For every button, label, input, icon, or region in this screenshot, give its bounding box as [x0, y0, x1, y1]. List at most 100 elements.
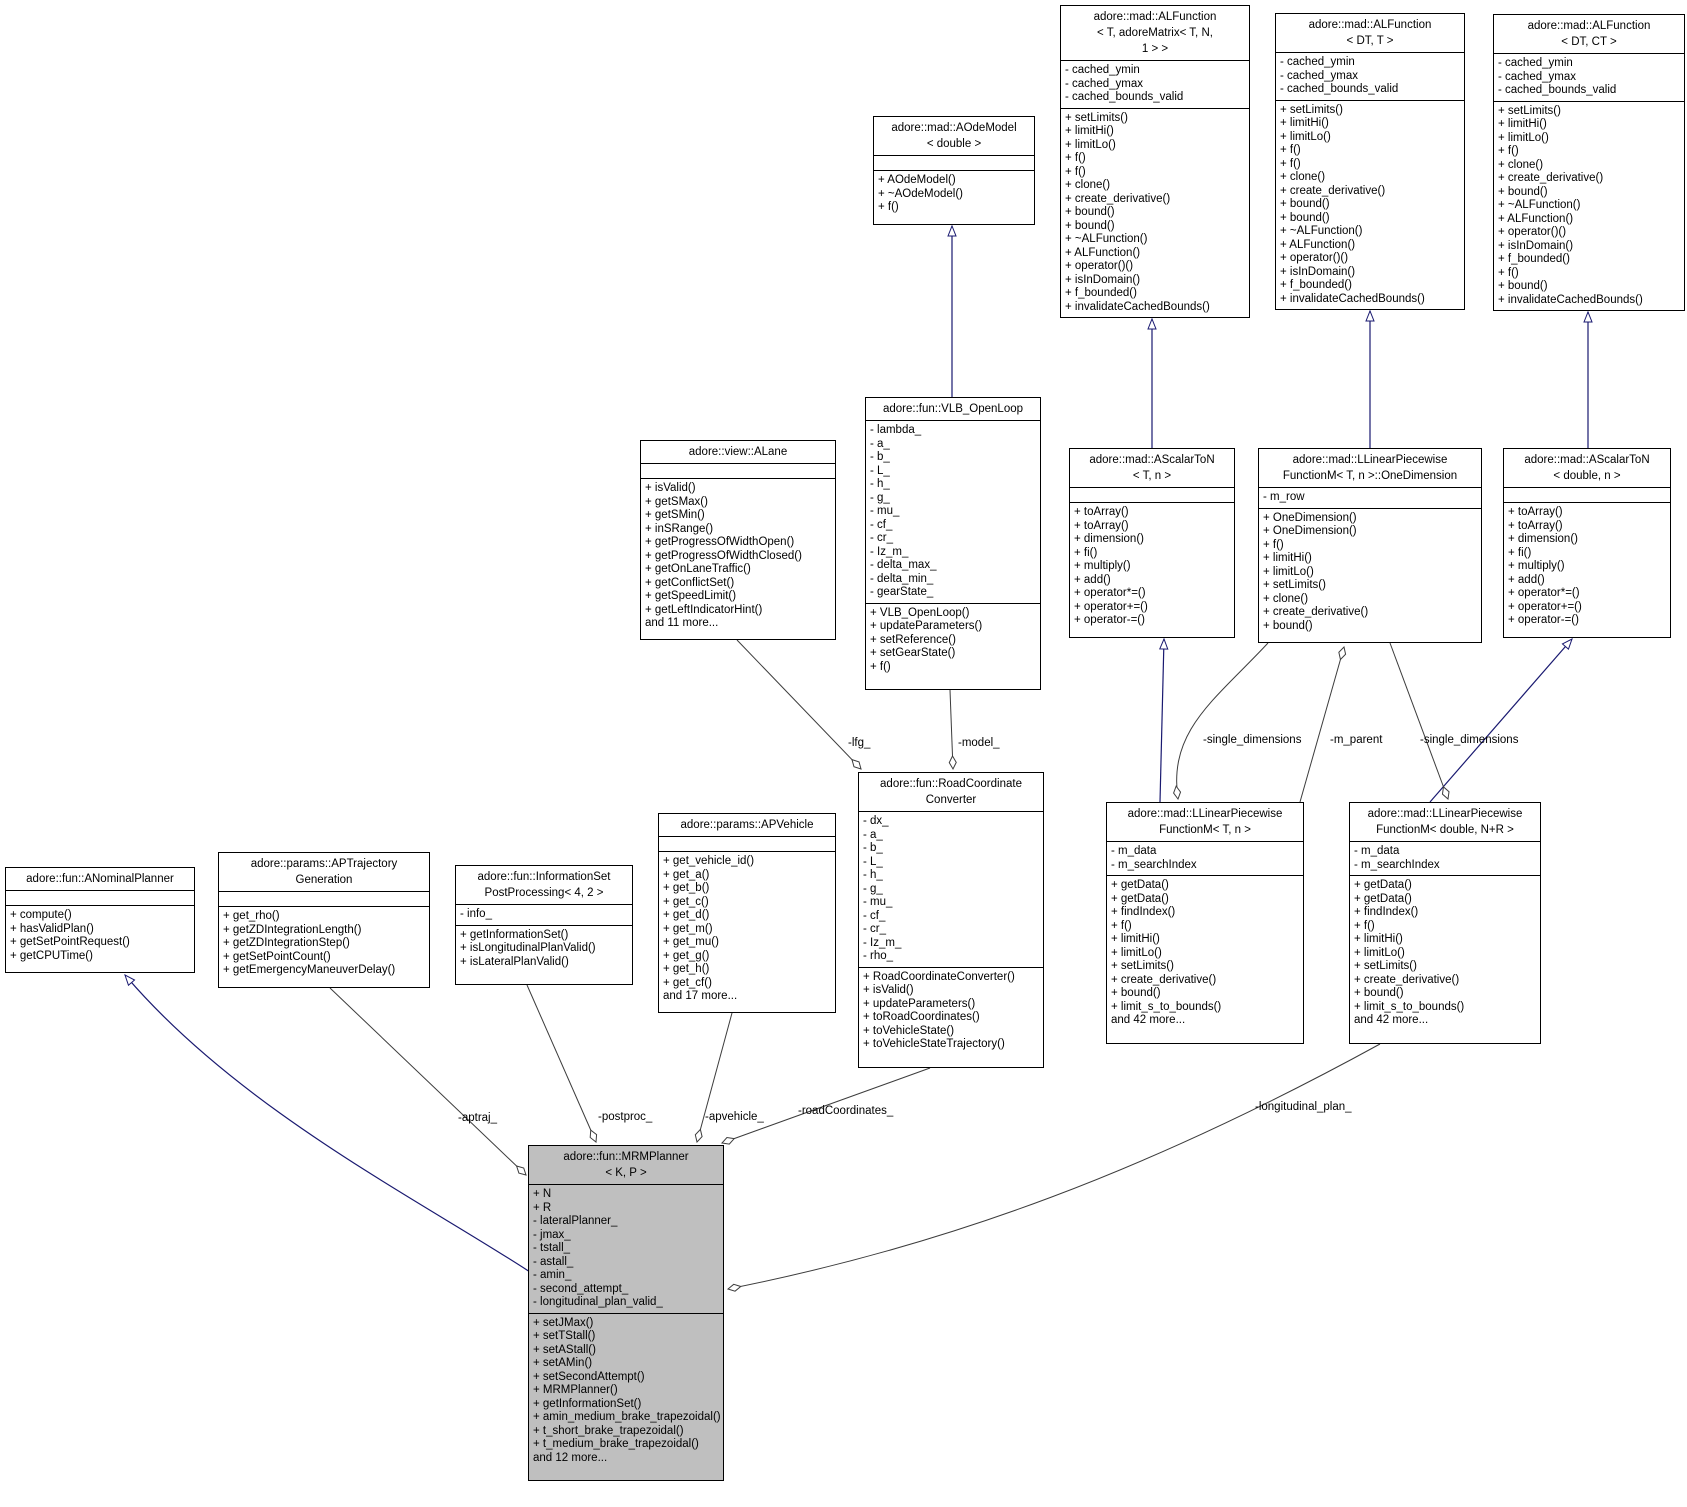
edge-label-aptraj: -aptraj_ [458, 1112, 498, 1124]
member-line: - L_ [863, 855, 883, 868]
member-line: + f() [870, 660, 891, 673]
class-box-ascalarton-t-n[interactable]: adore::mad::AScalarToN < T, n > + toArra… [1069, 448, 1235, 638]
member-line: + getData() [1354, 892, 1412, 905]
member-line: + findIndex() [1354, 906, 1419, 918]
class-box-onedimension[interactable]: adore::mad::LLinearPiecewise FunctionM< … [1258, 448, 1482, 643]
member-line: - delta_min_ [870, 572, 934, 585]
member-line: - second_attempt_ [533, 1282, 629, 1295]
member-line: + getSMin() [645, 509, 705, 521]
edge-usage-postproc [526, 984, 596, 1142]
member-line: + limitLo() [1263, 565, 1314, 578]
member-line: + toArray() [1508, 506, 1563, 518]
member-line: and 17 more... [663, 990, 738, 1002]
member-line: + compute() [10, 909, 72, 921]
member-line: + multiply() [1508, 560, 1565, 572]
member-line: + invalidateCachedBounds() [1065, 300, 1210, 313]
member-line: + N [533, 1188, 552, 1200]
member-line: - cached_ymin [1280, 56, 1355, 68]
member-line: + limitLo() [1354, 946, 1405, 959]
member-line: + AOdeModel() [878, 174, 956, 186]
class-box-vlb-openloop[interactable]: adore::fun::VLB_OpenLoop - lambda_- a_- … [865, 397, 1041, 690]
class-box-roadcoordinateconverter[interactable]: adore::fun::RoadCoordinate Converter - d… [858, 772, 1044, 1068]
class-title: adore::params::APTrajectory Generation [219, 853, 429, 892]
class-box-alane[interactable]: adore::view::ALane + isValid()+ getSMax(… [640, 440, 836, 640]
class-box-llpf-t-n[interactable]: adore::mad::LLinearPiecewise FunctionM< … [1106, 802, 1304, 1044]
class-methods: + isValid()+ getSMax()+ getSMin()+ inSRa… [641, 479, 835, 639]
class-title: adore::fun::ANominalPlanner [6, 868, 194, 891]
edge-label-model: -model_ [958, 737, 1000, 749]
class-attributes: - m_data- m_searchIndex [1350, 842, 1540, 876]
edge-inheritance-llpf-tn-ascalarton-tn [1159, 637, 1169, 803]
member-line: + getProgressOfWidthClosed() [645, 549, 802, 562]
member-line: + t_medium_brake_trapezoidal() [533, 1438, 699, 1450]
member-line: + get_d() [663, 909, 710, 921]
member-line: + clone() [1498, 158, 1544, 171]
edge-label-roadcoordinates: -roadCoordinates_ [798, 1105, 894, 1117]
class-box-llpf-double-nr[interactable]: adore::mad::LLinearPiecewise FunctionM< … [1349, 802, 1541, 1044]
member-line: + R [533, 1201, 552, 1214]
class-title: adore::mad::ALFunction < DT, CT > [1494, 15, 1684, 54]
class-attributes [1070, 488, 1234, 503]
class-methods: + getInformationSet()+ isLongitudinalPla… [456, 926, 632, 985]
class-attributes [6, 891, 194, 906]
member-line: + limitLo() [1111, 946, 1162, 959]
member-line: + getSetPointCount() [223, 950, 331, 963]
class-methods: + AOdeModel()+ ~AOdeModel()+ f() [874, 171, 1034, 224]
class-attributes: - info_ [456, 905, 632, 926]
class-box-informationsetpostprocessing[interactable]: adore::fun::InformationSet PostProcessin… [455, 865, 633, 985]
class-attributes: - dx_- a_- b_- L_- h_- g_- mu_- cf_- cr_… [859, 812, 1043, 968]
member-line: + setGearState() [870, 647, 956, 659]
member-line: and 12 more... [533, 1451, 608, 1464]
class-box-mrmplanner[interactable]: adore::fun::MRMPlanner < K, P > + N+ R- … [528, 1145, 724, 1481]
member-line: + fi() [1508, 546, 1532, 559]
class-attributes [641, 464, 835, 479]
edge-label-single-dimensions-1: -single_dimensions [1203, 734, 1302, 746]
class-box-apvehicle[interactable]: adore::params::APVehicle + get_vehicle_i… [658, 813, 836, 1013]
member-line: + bound() [1498, 185, 1548, 198]
member-line: + operator()() [1498, 226, 1567, 238]
class-methods: + toArray()+ toArray()+ dimension()+ fi(… [1504, 503, 1670, 637]
class-box-ascalarton-double-n[interactable]: adore::mad::AScalarToN < double, n > + t… [1503, 448, 1671, 638]
member-line: + updateParameters() [863, 997, 976, 1010]
class-box-alfunction-dt-t[interactable]: adore::mad::ALFunction < DT, T > - cache… [1275, 13, 1465, 310]
member-line: + operator()() [1065, 260, 1134, 272]
edge-usage-model [950, 689, 953, 769]
member-line: - lambda_ [870, 424, 922, 436]
member-line: - g_ [863, 882, 883, 895]
class-box-alfunction-matrix[interactable]: adore::mad::ALFunction < T, adoreMatrix<… [1060, 5, 1250, 318]
member-line: + limitLo() [1280, 130, 1331, 143]
member-line: - mu_ [870, 505, 900, 517]
class-box-alfunction-dt-ct[interactable]: adore::mad::ALFunction < DT, CT > - cach… [1493, 14, 1685, 311]
member-line: + create_derivative() [1354, 973, 1460, 986]
member-line: - mu_ [863, 896, 893, 908]
edge-label-lfg: -lfg_ [848, 737, 871, 749]
member-line: + get_a() [663, 868, 710, 881]
class-box-aodemodel[interactable]: adore::mad::AOdeModel < double > + AOdeM… [873, 116, 1035, 225]
member-line: + findIndex() [1111, 906, 1176, 918]
member-line: - m_data [1111, 845, 1157, 857]
member-line: + isInDomain() [1498, 239, 1574, 252]
member-line: + dimension() [1074, 533, 1144, 545]
member-line: + f() [1280, 157, 1301, 170]
member-line: + limitHi() [1065, 125, 1114, 137]
class-title: adore::mad::LLinearPiecewise FunctionM< … [1259, 449, 1481, 488]
class-attributes: + N+ R- lateralPlanner_- jmax_- tstall_-… [529, 1185, 723, 1314]
member-line: - dx_ [863, 815, 889, 827]
member-line: + ALFunction() [1280, 238, 1356, 251]
class-methods: + getData()+ getData()+ findIndex()+ f()… [1350, 876, 1540, 1043]
member-line: + limit_s_to_bounds() [1111, 1000, 1222, 1013]
member-line: + add() [1074, 573, 1111, 586]
member-line: + getZDIntegrationStep() [223, 937, 350, 949]
member-line: - m_searchIndex [1111, 858, 1197, 871]
member-line: - cached_ymin [1498, 57, 1573, 69]
member-line: + getData() [1111, 892, 1169, 905]
class-box-aptrajectorygeneration[interactable]: adore::params::APTrajectory Generation +… [218, 852, 430, 988]
member-line: - m_row [1263, 491, 1305, 503]
member-line: + setJMax() [533, 1316, 594, 1329]
member-line: + get_c() [663, 895, 709, 908]
class-attributes: - m_row [1259, 488, 1481, 509]
class-box-anominalplanner[interactable]: adore::fun::ANominalPlanner + compute()+… [5, 867, 195, 973]
member-line: - cr_ [863, 923, 886, 935]
member-line: - astall_ [533, 1255, 574, 1268]
